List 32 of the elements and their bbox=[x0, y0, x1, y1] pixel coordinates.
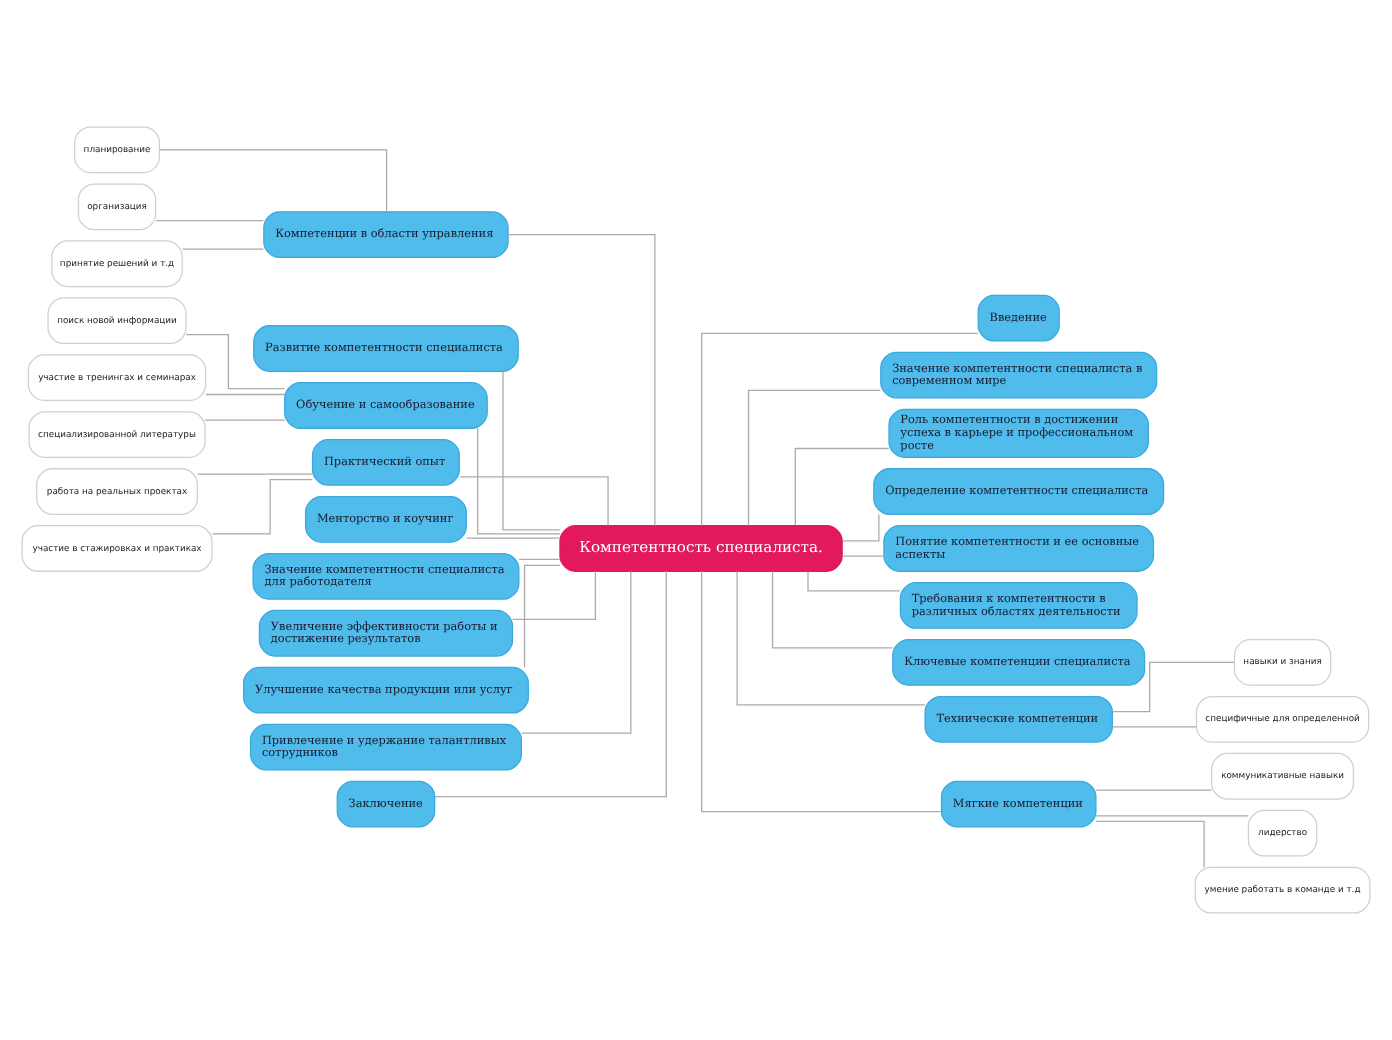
connector bbox=[459, 476, 609, 527]
connector bbox=[477, 427, 561, 535]
connector bbox=[736, 570, 926, 706]
connector bbox=[507, 234, 656, 527]
connector bbox=[521, 570, 632, 734]
connector bbox=[701, 332, 979, 527]
connector bbox=[155, 220, 265, 222]
connector bbox=[181, 248, 264, 250]
connector bbox=[159, 149, 388, 213]
connector bbox=[701, 570, 942, 813]
connector bbox=[1111, 661, 1235, 713]
connector bbox=[807, 571, 901, 592]
connector bbox=[841, 513, 880, 542]
connector bbox=[794, 447, 890, 526]
connector bbox=[197, 473, 313, 475]
connector bbox=[211, 479, 313, 535]
connector bbox=[512, 570, 597, 620]
connector bbox=[185, 333, 285, 390]
connector bbox=[518, 558, 561, 561]
connector bbox=[466, 537, 560, 539]
connector bbox=[771, 570, 894, 649]
connector bbox=[1095, 789, 1213, 791]
connector bbox=[523, 564, 561, 668]
connector bbox=[205, 393, 286, 396]
connector bbox=[1095, 815, 1249, 817]
connector bbox=[502, 370, 561, 531]
connector bbox=[204, 419, 286, 421]
connector bbox=[1111, 726, 1197, 728]
connector bbox=[1095, 820, 1205, 868]
connector bbox=[747, 389, 882, 527]
connector bbox=[841, 555, 885, 557]
connector bbox=[434, 570, 667, 798]
